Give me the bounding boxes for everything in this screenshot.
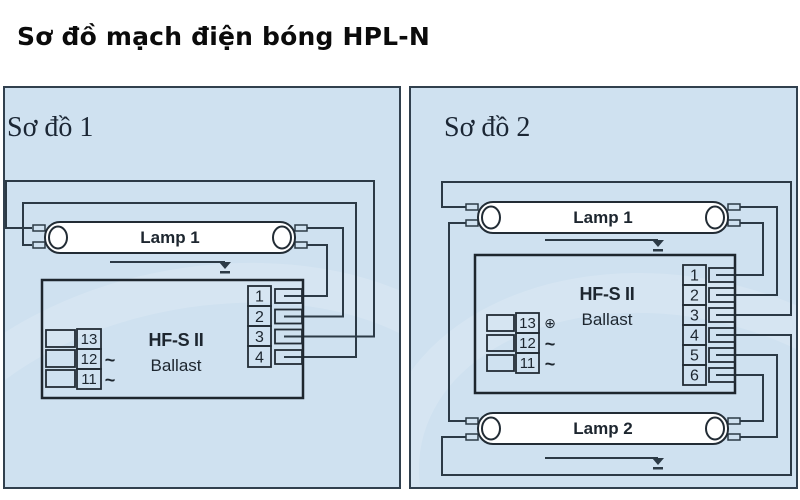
panel-diagram-1 (3, 86, 401, 489)
page-title: Sơ đồ mạch điện bóng HPL-N (17, 22, 430, 51)
background-swoosh (411, 219, 796, 487)
background-swoosh (5, 214, 399, 487)
panel2-title: Sơ đồ 2 (444, 112, 531, 143)
panel-diagram-2 (409, 86, 798, 489)
panel1-title: Sơ đồ 1 (7, 112, 94, 143)
